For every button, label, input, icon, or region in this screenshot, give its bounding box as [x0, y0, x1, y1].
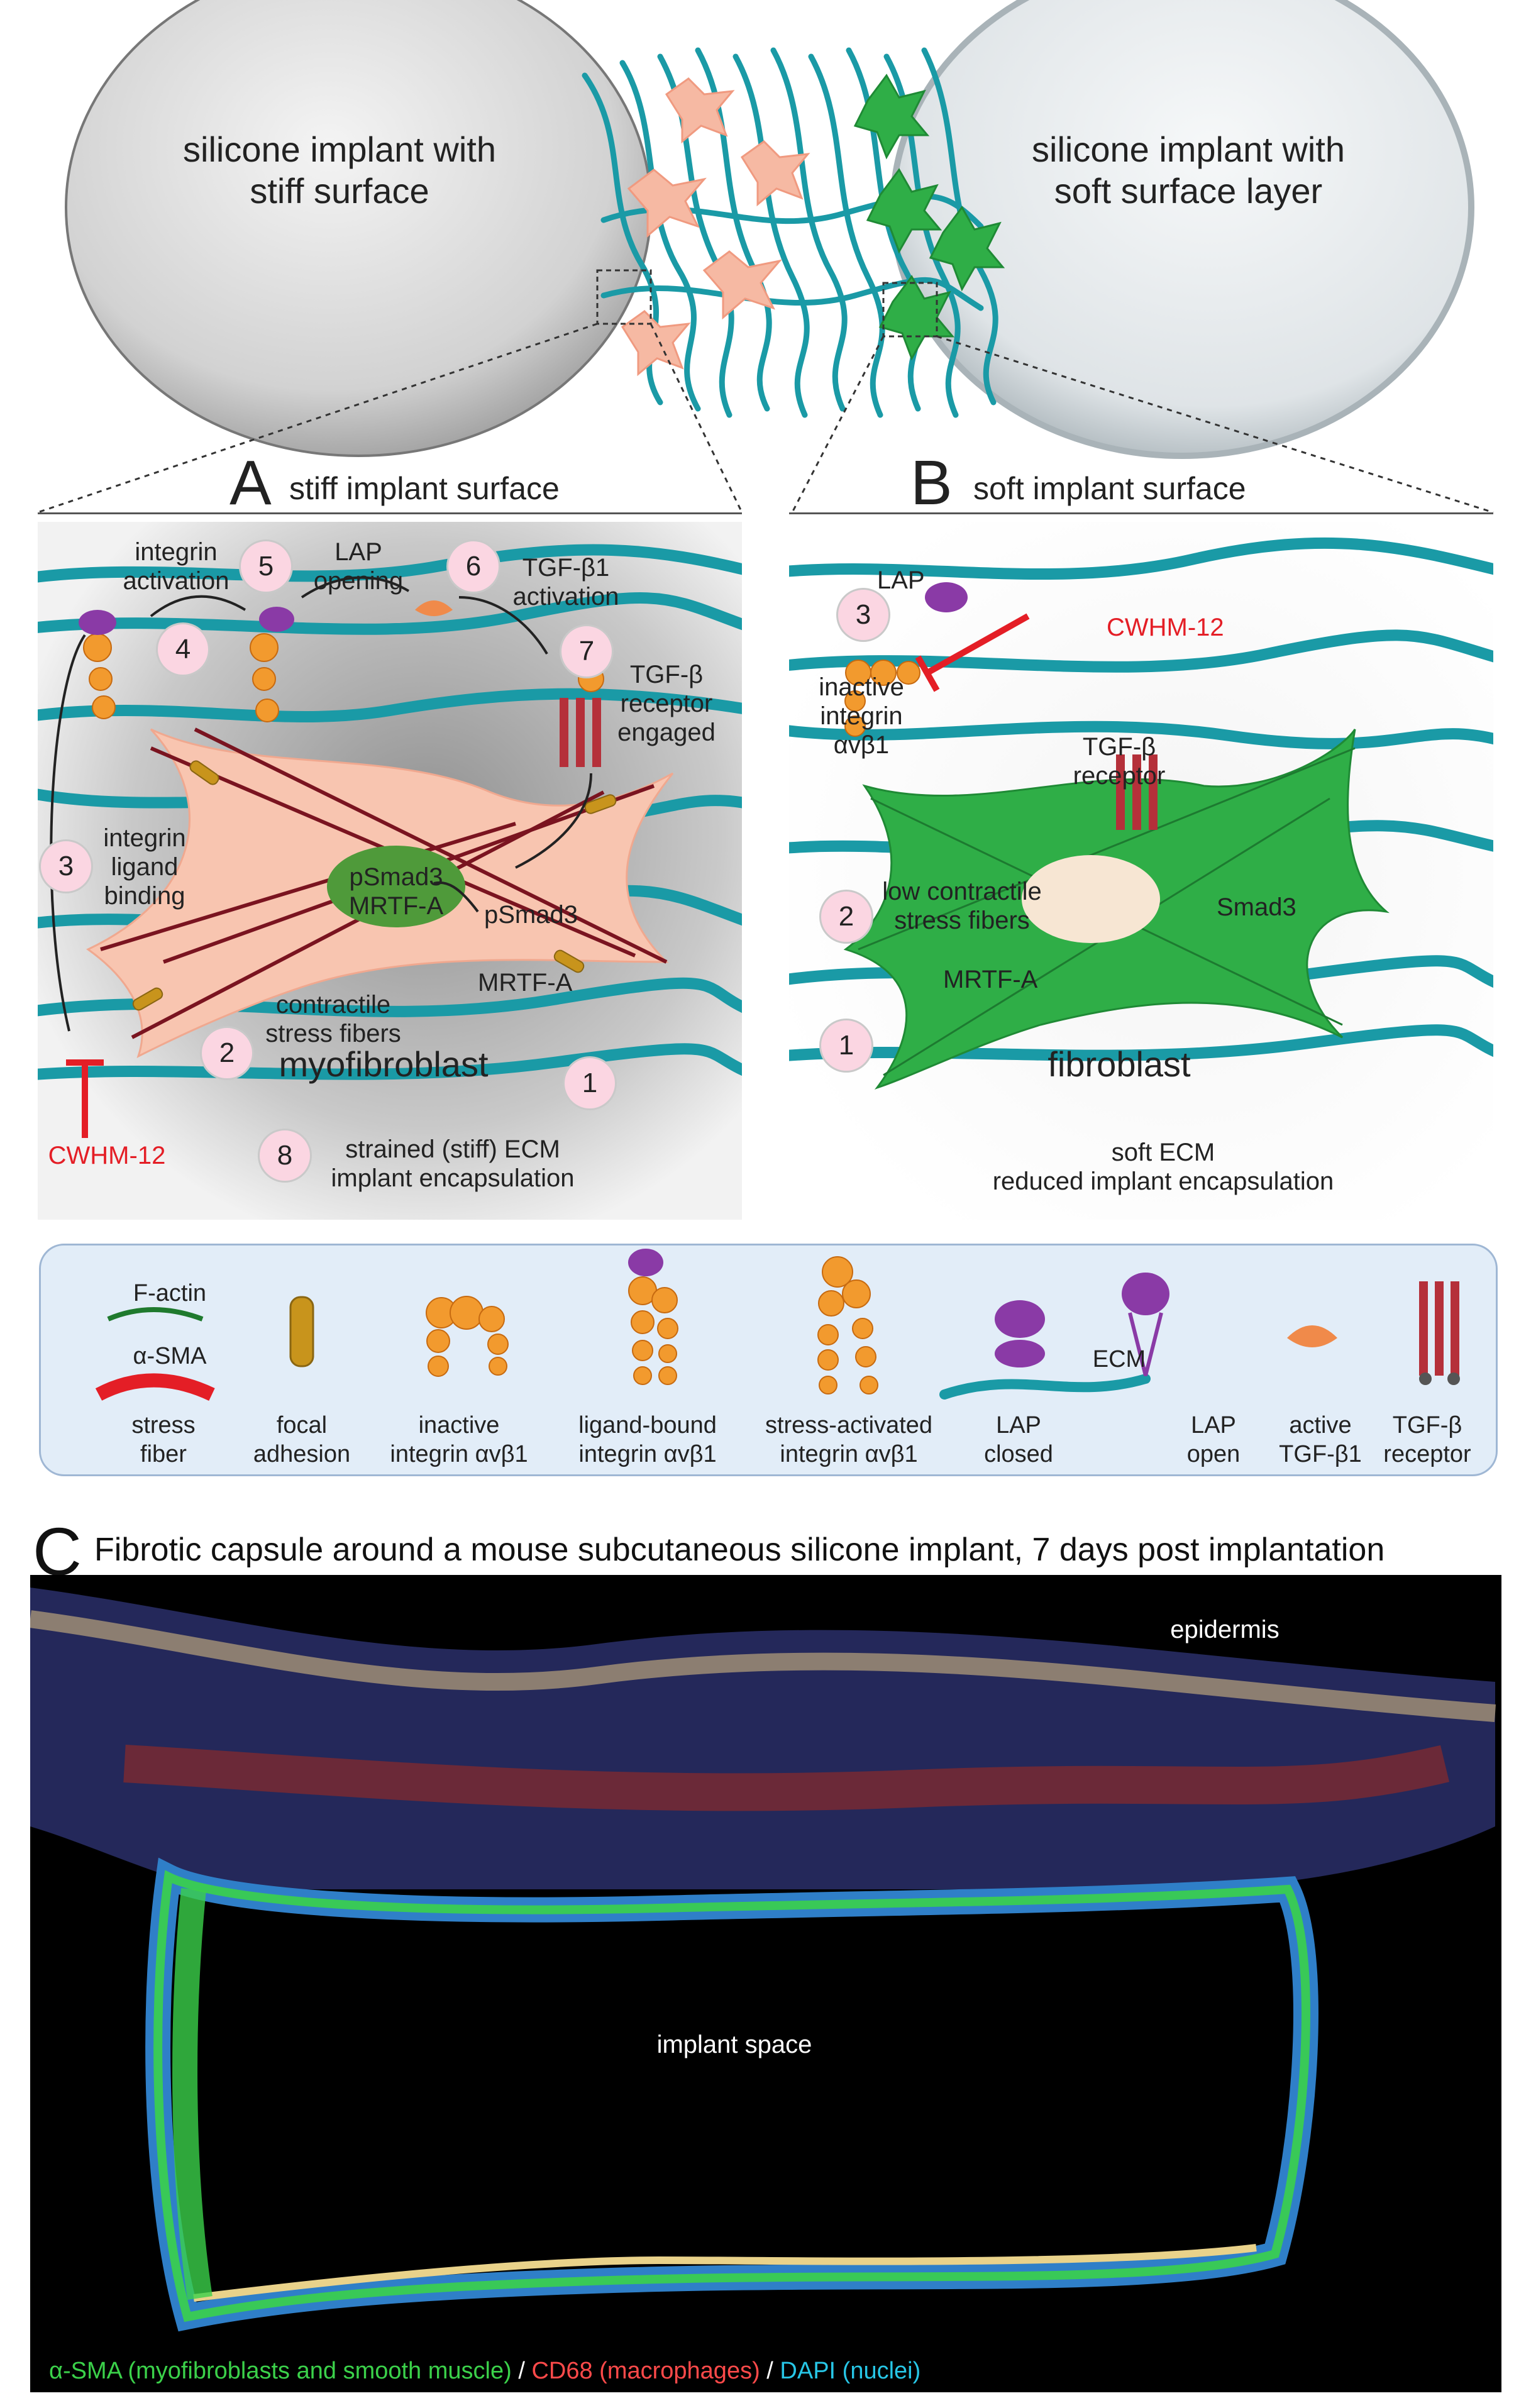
label-implant-space: implant space: [656, 2031, 812, 2058]
micrograph-caption: α-SMA (myofibroblasts and smooth muscle)…: [49, 2358, 920, 2385]
panel-a-title: stiff implant surface: [289, 471, 560, 506]
label-epidermis: epidermis: [1170, 1616, 1280, 1643]
myofibroblast-cells: [621, 77, 810, 377]
soft-implant-label: silicone implant with soft surface layer: [1032, 130, 1345, 211]
integrin-b: [844, 660, 920, 737]
pathway-arrows-a: [50, 576, 592, 1032]
stress-activated-integrin-icon: [817, 1256, 878, 1395]
tgf-receptor-a: [560, 698, 601, 767]
caption-dapi: DAPI (nuclei): [780, 2358, 921, 2384]
legend-lap-closed: LAP closed: [984, 1412, 1053, 1467]
nucleus-a: [327, 846, 465, 927]
label-nucleus-a: pSmad3 MRTF-A: [348, 863, 444, 920]
legend-f-actin: F-actin: [133, 1280, 207, 1306]
stiff-implant: [65, 0, 652, 457]
label-low-contractile: low contractile stress fibers: [882, 878, 1042, 934]
legend-a-sma: α-SMA: [133, 1343, 207, 1369]
label-integrin-ligand-binding: integrin ligand binding: [103, 824, 186, 910]
ecm-fiber-icon: [939, 1374, 1151, 1400]
panel-b-title: soft implant surface: [973, 471, 1246, 506]
active-tgf-a: [415, 600, 453, 616]
label-mrtf-b: MRTF-A: [943, 966, 1038, 993]
focal-adhesion-icon: [289, 1296, 314, 1367]
ecm-fibers-a: [38, 544, 742, 1080]
label-strained-ecm: strained (stiff) ECM implant encapsulati…: [331, 1135, 575, 1192]
label-inactive-integrin-b: inactive integrin αvβ1: [819, 673, 904, 759]
panel-c-title: Fibrotic capsule around a mouse subcutan…: [94, 1532, 1385, 1568]
step-1-a: 1: [563, 1056, 617, 1110]
step-8-a: 8: [258, 1129, 312, 1183]
panel-b-rule: [789, 512, 1493, 514]
legend-stress-fiber: stress fiber: [131, 1412, 196, 1467]
fibroblast-cells: [853, 74, 1005, 361]
lap-a: [79, 607, 294, 635]
legend-lap-open: LAP open: [1186, 1412, 1241, 1467]
micrograph: epidermis implant space α-SMA (myofibrob…: [30, 1575, 1501, 2392]
integrins-a: [83, 633, 604, 722]
panel-a-graphic: [38, 522, 742, 1220]
tgf-receptor-icon: [1419, 1281, 1460, 1385]
lap-open-icon: [1122, 1273, 1169, 1376]
ligand-bound-integrin-icon: [628, 1249, 678, 1385]
zoom-lines: [37, 323, 1494, 514]
legend-stress-activated-integrin: stress-activated integrin αvβ1: [765, 1412, 933, 1467]
step-2-b: 2: [819, 890, 873, 944]
step-3-a: 3: [39, 839, 93, 893]
label-lap-b: LAP: [877, 566, 925, 594]
label-mrtf-a: MRTF-A: [478, 969, 573, 997]
focal-adhesions-a: [132, 760, 617, 1011]
step-7-a: 7: [560, 624, 614, 678]
active-tgf-icon: [1287, 1325, 1337, 1347]
legend-graphics: [95, 1249, 1460, 1401]
panel-a-rule: [38, 512, 742, 514]
stiff-implant-label: silicone implant with stiff surface: [183, 130, 496, 211]
lap-closed-icon: [995, 1300, 1045, 1367]
legend-focal-adhesion: focal adhesion: [253, 1412, 351, 1467]
legend-tgf-receptor: TGF-β receptor: [1383, 1412, 1471, 1467]
label-inhibitor-a: CWHM-12: [48, 1142, 166, 1169]
step-4-a: 4: [156, 622, 210, 677]
caption-sep-1: /: [511, 2358, 532, 2384]
caption-cd68: CD68 (macrophages): [531, 2358, 760, 2384]
step-5-a: 5: [239, 539, 293, 594]
nucleus-b: [1022, 855, 1160, 943]
inactive-integrin-icon: [426, 1296, 509, 1377]
label-integrin-activation: integrin activation: [123, 538, 229, 595]
inhibitor-b: [915, 613, 1030, 692]
label-lap-opening: LAP opening: [313, 538, 404, 595]
legend-box: [39, 1244, 1498, 1476]
f-actin-line-icon: [107, 1307, 204, 1322]
lap-b: [925, 582, 968, 612]
capsule-stain-graphic: [30, 1588, 1496, 2332]
panel-b-graphic: [789, 522, 1493, 1220]
legend-ligand-bound-integrin: ligand-bound integrin αvβ1: [578, 1412, 717, 1467]
step-1-b: 1: [819, 1019, 873, 1073]
legend-active-tgf: active TGF-β1: [1279, 1412, 1362, 1467]
label-smad3: Smad3: [1217, 893, 1296, 921]
label-tgf-receptor-b: TGF-β receptor: [1073, 733, 1166, 790]
legend-ecm: ECM: [1092, 1346, 1146, 1372]
label-fibroblast: fibroblast: [1047, 1044, 1191, 1084]
label-myofibroblast: myofibroblast: [279, 1044, 489, 1084]
caption-sma: α-SMA (myofibroblasts and smooth muscle): [49, 2358, 512, 2384]
caption-sep-2: /: [760, 2358, 780, 2384]
tgf-receptor-b: [1116, 754, 1158, 830]
panel-a-letter: A: [229, 448, 272, 518]
a-sma-line-icon: [95, 1373, 215, 1401]
panel-b-letter: B: [910, 448, 953, 518]
zoom-box-stiff: [596, 269, 652, 325]
step-2-a: 2: [200, 1026, 254, 1080]
legend-inactive-integrin: inactive integrin αvβ1: [390, 1412, 528, 1467]
step-6-a: 6: [446, 539, 500, 594]
label-inhibitor-b: CWHM-12: [1107, 614, 1224, 641]
zoom-box-soft: [882, 282, 938, 338]
label-tgf-receptor-engaged: TGF-β receptor engaged: [617, 661, 716, 746]
label-tgf-activation: TGF-β1 activation: [512, 554, 619, 610]
label-soft-ecm: soft ECM reduced implant encapsulation: [992, 1139, 1334, 1195]
inhibitor-a: [66, 1059, 104, 1138]
implant-overview-graphic: [37, 0, 1494, 514]
label-psmad3-a: pSmad3: [484, 901, 578, 929]
label-contractile-stress-fibers: contractile stress fibers: [265, 991, 401, 1047]
step-3-b: 3: [836, 588, 890, 642]
